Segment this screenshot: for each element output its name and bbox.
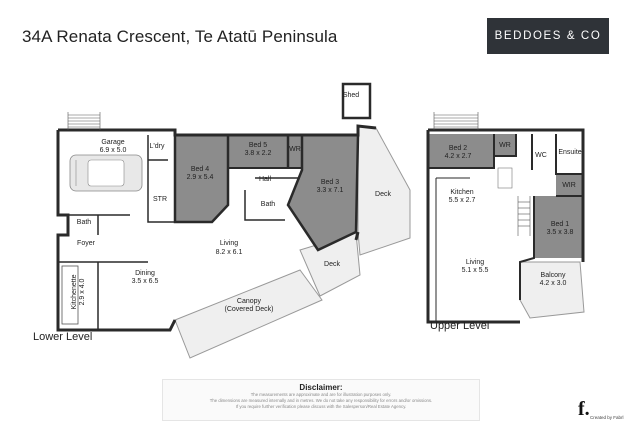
bed4-area [175,135,228,222]
deck-mid-label: Deck [324,261,340,268]
deck-right-label: Deck [375,191,391,198]
bed5-label: Bed 5 [249,142,267,149]
shed-outline [341,82,372,120]
wr-upper-area [494,134,516,156]
bath-lower-label: Bath [261,201,276,208]
garage-size: 6.9 x 5.0 [100,147,127,154]
credit-logo: f. Created by Fabrl [578,398,632,422]
canopy-label: Canopy [237,298,262,305]
balcony-label: Balcony [541,272,566,279]
credit-text: Created by Fabrl [590,415,624,420]
dining-label: Dining [135,270,155,277]
page-title: 34A Renata Crescent, Te Atatū Peninsula [22,27,338,46]
living-lower-size: 8.2 x 6.1 [216,249,243,256]
upper-level-label: Upper Level [430,320,489,332]
dining-size: 3.5 x 6.5 [132,278,159,285]
bed3-area [288,135,358,250]
bed5-area [228,135,288,168]
credit-mark: f. [578,398,590,420]
balcony-size: 4.2 x 3.0 [540,280,567,287]
ldry-label: L'dry [150,143,165,150]
bath-small-label: Bath [77,219,92,226]
bed2-area [428,134,494,168]
brand-logo: BEDDOES & CO [487,18,609,54]
wr-lower-label: WR [289,146,301,153]
lower-outer-wall [56,124,377,332]
upper-level-plan [426,112,585,324]
disclaimer-box: Disclaimer: The measurements are approxi… [162,379,480,421]
canopy-note: (Covered Deck) [224,306,273,313]
kitchenette-label: Kitchenette [71,274,78,309]
bed1-size: 3.5 x 3.8 [547,229,574,236]
bed1-label: Bed 1 [551,221,569,228]
bed3-label: Bed 3 [321,179,339,186]
bed4-size: 2.9 x 5.4 [187,174,214,181]
wr-upper-label: WR [499,142,511,149]
hall-label: Hall [259,176,272,183]
kitchen-label: Kitchen [450,189,473,196]
kitchenette-size: 2.9 x 4.0 [79,278,86,305]
disclaimer-line: If you require further verification plea… [235,404,407,409]
wr-lower-area [288,135,302,168]
car-icon [69,154,143,192]
balcony-area [519,261,585,319]
bed2-size: 4.2 x 2.7 [445,153,472,160]
shed-label: Shed [343,92,359,99]
bed5-size: 3.8 x 2.2 [245,150,272,157]
disclaimer-heading: Disclaimer: [299,383,343,392]
bed4-label: Bed 4 [191,166,209,173]
lower-stairs [67,112,101,130]
foyer-label: Foyer [77,240,96,247]
lower-level-plan [56,82,411,359]
wir-area [556,174,583,196]
living-upper-size: 5.1 x 5.5 [462,267,489,274]
ensuite-label: Ensuite [558,149,581,156]
canopy-area [174,269,323,359]
lower-level-label: Lower Level [33,331,92,343]
disclaimer-line: The measurements are approximate and are… [250,392,392,397]
wc-label: WC [535,152,547,159]
wir-label: WIR [562,182,576,189]
upper-outer-wall [426,128,585,324]
living-lower-label: Living [220,240,238,247]
bed3-size: 3.3 x 7.1 [317,187,344,194]
bed2-label: Bed 2 [449,145,467,152]
living-upper-label: Living [466,259,484,266]
str-label: STR [153,196,167,203]
upper-stairs [433,112,531,236]
disclaimer-line: The dimensions are measured internally a… [209,398,433,403]
garage-label: Garage [101,139,124,146]
bed1-area [534,196,583,258]
kitchen-size: 5.5 x 2.7 [449,197,476,204]
